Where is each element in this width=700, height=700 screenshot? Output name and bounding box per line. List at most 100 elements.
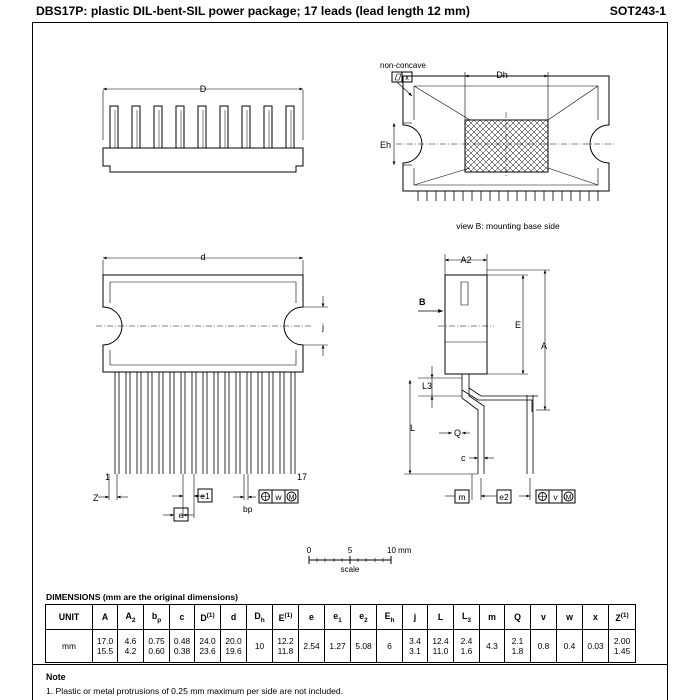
dim-e-box: [173, 507, 189, 522]
dimensions-header-cell: j: [402, 604, 428, 630]
mmc-symbol: M: [566, 495, 572, 502]
dimensions-header-cell: A2: [117, 604, 144, 630]
dim-Z-label: Z: [93, 493, 99, 503]
scale-bar: 0 5 10 mm scale: [307, 546, 412, 574]
scale-0-label: 0: [307, 546, 312, 555]
drawing-frame: [32, 22, 668, 700]
dimensions-cell: 0.03: [582, 629, 609, 663]
non-concave-label: non-concave: [380, 61, 426, 70]
dim-m-label: m: [458, 492, 465, 502]
dim-E-label: E: [515, 320, 521, 330]
view-b-mounting-base: non-concave x Dh Eh view B: mounting bas…: [380, 61, 616, 231]
flatness-x-label: x: [405, 73, 409, 82]
side-lead-front: [461, 388, 485, 474]
dimensions-header-cell: E(1): [272, 604, 299, 630]
dimensions-header-cell: L3: [453, 604, 480, 630]
dimensions-cell: 2.54: [298, 629, 325, 663]
dimensions-header-cell: v: [530, 604, 557, 630]
dimensions-header-cell: bp: [143, 604, 170, 630]
position-tolerance-frame-w: w M: [258, 489, 299, 504]
view-b-arrow-label: B: [419, 297, 426, 307]
dimensions-header-cell: Q: [504, 604, 531, 630]
dimensions-cell: 0.4: [556, 629, 583, 663]
dim-j-label: j: [321, 322, 324, 332]
dim-bp-label: bp: [243, 504, 253, 514]
dimensions-cell: 6: [376, 629, 403, 663]
pin-1-label: 1: [105, 472, 110, 482]
view-b-caption: view B: mounting base side: [456, 221, 560, 231]
dimensions-caption: DIMENSIONS (mm are the original dimensio…: [46, 592, 238, 602]
package-outline-code: SOT243-1: [609, 4, 666, 18]
header-rule: [32, 22, 668, 23]
dimensions-header-cell: e: [298, 604, 325, 630]
dimensions-header-cell: A: [92, 604, 118, 630]
dim-e1-label: e1: [200, 491, 210, 501]
note-rule: [32, 664, 668, 665]
top-view-body: [102, 274, 304, 373]
dimensions-cell: 1.27: [324, 629, 351, 663]
top-view: d j 1 17 Z e1 e bp: [93, 252, 328, 522]
dim-Q-label: Q: [454, 428, 461, 438]
package-title: DBS17P: plastic DIL-bent-SIL power packa…: [36, 4, 470, 18]
dimensions-cell: 4.3: [479, 629, 505, 663]
dim-Eh-label: Eh: [380, 140, 391, 150]
heatsink-contact-area: [464, 119, 549, 173]
front-view-pins: [109, 105, 295, 148]
dimensions-cell: 10: [246, 629, 273, 663]
dimensions-header-cell: m: [479, 604, 505, 630]
note-line: 1. Plastic or metal protrusions of 0.25 …: [46, 686, 344, 696]
dim-e-label: e: [179, 510, 184, 520]
dim-d-label: d: [200, 252, 205, 262]
dim-A-label: A: [541, 341, 547, 351]
top-view-pins: [114, 372, 296, 474]
pin-17-label: 17: [297, 472, 307, 482]
position-tolerance-frame-v: v M: [535, 489, 576, 504]
dim-L-label: L: [410, 423, 415, 433]
dimensions-cell: mm: [45, 629, 93, 663]
dimensions-header-cell: c: [169, 604, 195, 630]
dimensions-header-cell: w: [556, 604, 583, 630]
tolerance-w-label: w: [274, 492, 282, 502]
scale-caption: scale: [341, 565, 360, 574]
dimensions-cell: 0.8: [530, 629, 557, 663]
package-outline-drawing: D non-concave x Dh: [93, 61, 616, 574]
view-b-pins: [417, 191, 599, 201]
dim-e2-box: [496, 489, 512, 504]
dim-L3-label: L3: [422, 381, 432, 391]
dim-c-label: c: [461, 453, 466, 463]
scale-5-label: 5: [348, 546, 353, 555]
dimensions-header-cell: Z(1): [608, 604, 636, 630]
dimensions-header-cell: e1: [324, 604, 351, 630]
dimensions-header-cell: Eh: [376, 604, 403, 630]
side-view-body: [444, 274, 488, 375]
dimensions-header-cell: L: [427, 604, 454, 630]
dimensions-header-cell: e2: [350, 604, 377, 630]
dimensions-header-cell: x: [582, 604, 609, 630]
tolerance-v-label: v: [553, 492, 558, 502]
scale-10-label: 10 mm: [387, 546, 412, 555]
front-view: D: [102, 84, 304, 173]
dimensions-header-cell: d: [220, 604, 247, 630]
dim-e1-box: [197, 488, 213, 503]
side-view: A2 B E A L3 L Q c: [404, 254, 576, 504]
dimensions-header-cell: UNIT: [45, 604, 93, 630]
dim-e2-label: e2: [499, 492, 509, 502]
dim-Dh-label: Dh: [496, 70, 508, 80]
note-title: Note: [46, 672, 66, 682]
dim-A2-label: A2: [460, 255, 471, 265]
side-lead-back: [461, 374, 533, 412]
dim-D-label: D: [200, 84, 207, 94]
